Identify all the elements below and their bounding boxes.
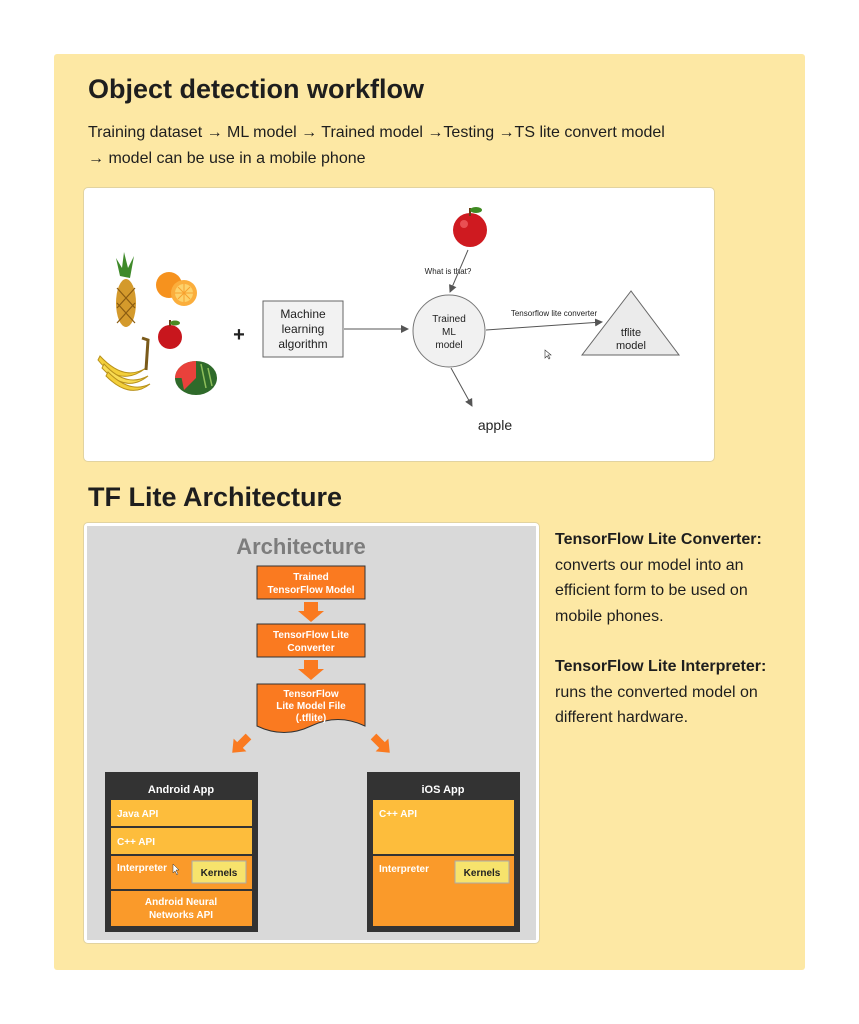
trained-label-3: model — [435, 340, 462, 351]
interpreter-desc: runs the converted model on different ha… — [555, 683, 758, 727]
android-kernels — [191, 860, 247, 884]
step2-label-1: TensorFlow Lite — [273, 630, 349, 641]
output-label: apple — [478, 417, 512, 433]
converter-term: TensorFlow Lite Converter: — [555, 531, 762, 548]
android-kernels-label: Kernels — [201, 868, 238, 879]
android-nn-api — [111, 891, 252, 926]
workflow-description: Training dataset → ML model → Trained mo… — [88, 120, 728, 172]
cursor-icon — [172, 863, 180, 876]
orange-icon — [156, 272, 197, 306]
apple-icon — [453, 207, 487, 247]
step3-label-3: (.tflite) — [296, 713, 327, 724]
android-interpreter-label: Interpreter — [117, 863, 167, 874]
architecture-title: TF Lite Architecture — [88, 482, 343, 512]
android-java-api — [111, 800, 252, 826]
android-java-label: Java API — [117, 809, 159, 820]
android-cpp-label: C++ API — [117, 837, 155, 848]
trained-tf-model-box — [256, 565, 366, 600]
question-label: What is that? — [425, 267, 472, 276]
apple-small-icon — [158, 320, 182, 349]
tflite-label-1: tflite — [621, 327, 641, 339]
trained-model-node — [412, 294, 486, 368]
converter-label: Tensorflow lite converter — [511, 309, 598, 318]
ios-cpp-api — [373, 800, 514, 854]
workflow-title: Object detection workflow — [88, 74, 425, 104]
android-nn-label-1: Android Neural — [145, 897, 217, 908]
arrow-from-apple — [449, 249, 469, 293]
ios-kernels-label: Kernels — [464, 868, 501, 879]
tflite-model-file-box — [256, 683, 366, 733]
arrow-down-2-icon — [298, 660, 324, 680]
android-title: Android App — [148, 784, 214, 796]
trained-label-1: Trained — [432, 314, 466, 325]
step3-label-2: Lite Model File — [276, 701, 346, 712]
arrow-to-output — [450, 367, 473, 407]
arrow-to-android-icon — [232, 733, 252, 753]
algorithm-label-2: learning — [282, 322, 325, 336]
step1-label-2: TensorFlow Model — [267, 585, 354, 596]
step1-label-1: Trained — [293, 572, 329, 583]
plus-sign: + — [233, 324, 245, 346]
algorithm-label-3: algorithm — [278, 337, 327, 351]
tflite-converter-box — [256, 623, 366, 658]
workflow-description-line1: Training dataset → ML model → Trained mo… — [88, 124, 665, 141]
pineapple-icon — [116, 252, 136, 327]
arrow-to-tflite — [485, 318, 603, 331]
architecture-diagram-panel: Architecture Trained TensorFlow Model Te… — [83, 522, 540, 944]
trained-label-2: ML — [442, 327, 456, 338]
workflow-description-line2: → model can be use in a mobile phone — [88, 150, 366, 167]
architecture-diagram: Architecture Trained TensorFlow Model Te… — [87, 526, 536, 940]
workflow-diagram: + Machine learning algorithm What is tha… — [97, 207, 680, 433]
banana-icon — [97, 336, 151, 391]
ios-kernels — [454, 860, 510, 884]
tflite-model-node — [580, 290, 680, 356]
algorithm-box — [262, 300, 344, 358]
workflow-diagram-panel: + Machine learning algorithm What is tha… — [83, 187, 715, 462]
algorithm-label-1: Machine — [280, 307, 326, 321]
step2-label-2: Converter — [287, 643, 334, 654]
arrow-down-1-icon — [298, 602, 324, 622]
architecture-heading: Architecture — [236, 534, 366, 559]
converter-note: TensorFlow Lite Converter: converts our … — [555, 527, 785, 629]
ios-cpp-label: C++ API — [379, 809, 417, 820]
arrow-to-ios-icon — [370, 733, 390, 753]
watermelon-icon — [175, 361, 217, 395]
ios-interpreter-label: Interpreter — [379, 864, 429, 875]
ios-title: iOS App — [422, 784, 465, 796]
android-nn-label-2: Networks API — [149, 910, 213, 921]
tflite-label-2: model — [616, 340, 646, 352]
converter-desc: converts our model into an efficient for… — [555, 556, 748, 625]
android-cpp-api — [111, 828, 252, 854]
step3-label-1: TensorFlow — [283, 689, 339, 700]
interpreter-note: TensorFlow Lite Interpreter: runs the co… — [555, 654, 785, 731]
cursor-icon — [544, 349, 552, 360]
interpreter-term: TensorFlow Lite Interpreter: — [555, 658, 767, 675]
architecture-notes: TensorFlow Lite Converter: converts our … — [555, 527, 785, 756]
